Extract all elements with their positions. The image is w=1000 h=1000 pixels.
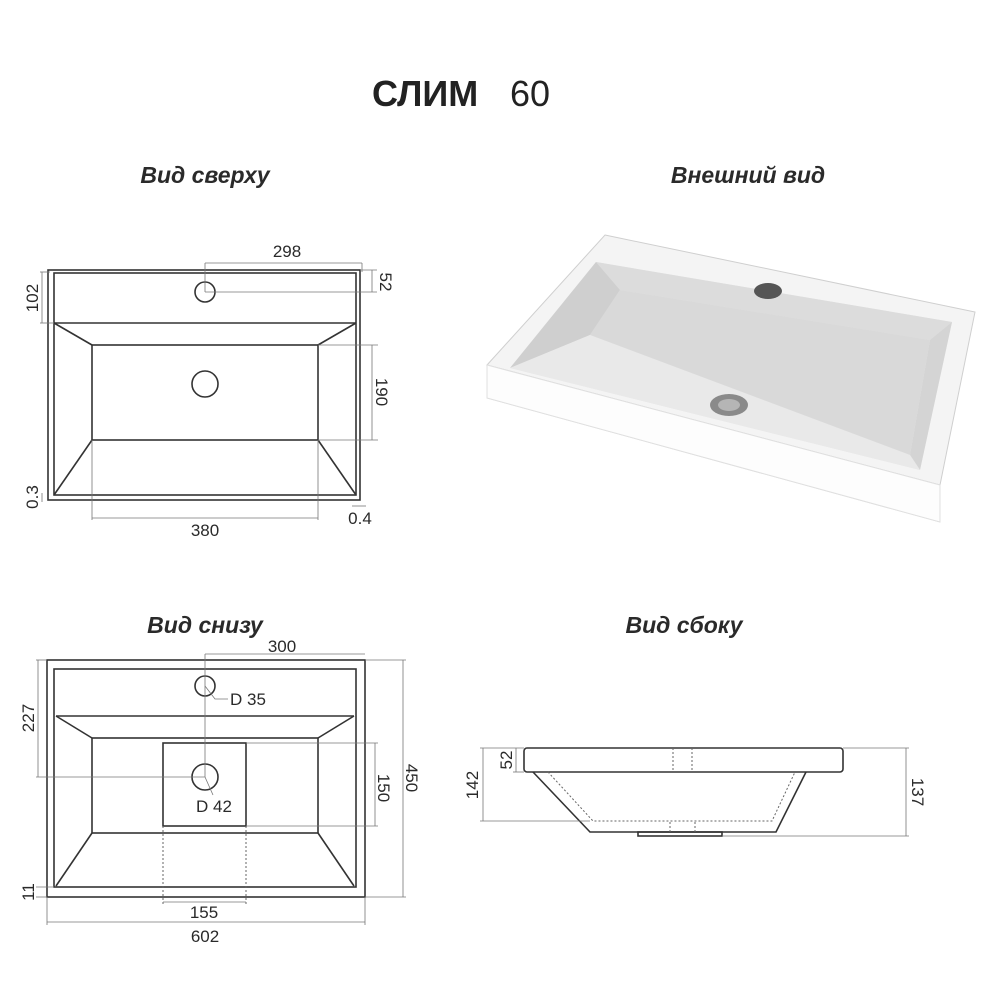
model-name: СЛИМ [372, 73, 478, 114]
dim-52: 52 [376, 273, 395, 292]
dim-d35: D 35 [230, 690, 266, 709]
dim-380: 380 [191, 521, 219, 540]
faucet-hole-render [754, 283, 782, 299]
top-view-label: Вид сверху [140, 162, 270, 188]
bottom-view-label: Вид снизу [147, 612, 264, 638]
side-view-label: Вид сбоку [625, 612, 743, 638]
dim-300: 300 [268, 637, 296, 656]
dim-0-4: 0.4 [348, 509, 372, 528]
dim-150: 150 [374, 774, 393, 802]
dim-52-side: 52 [497, 751, 516, 770]
exterior-render [486, 234, 976, 523]
dim-190: 190 [372, 378, 391, 406]
model-size: 60 [510, 73, 550, 114]
dim-227: 227 [19, 704, 38, 732]
dim-602: 602 [191, 927, 219, 946]
bottom-view: 300 D 35 D 42 227 150 450 11 155 602 [19, 637, 421, 946]
exterior-view-label: Внешний вид [671, 162, 825, 188]
top-view: 298 52 102 190 380 0.3 0.4 [23, 242, 395, 540]
dim-0-3: 0.3 [23, 485, 42, 509]
dim-d42: D 42 [196, 797, 232, 816]
drain-hole [191, 370, 219, 398]
dim-137: 137 [908, 778, 927, 806]
dim-142: 142 [463, 771, 482, 799]
dim-11: 11 [19, 883, 38, 901]
dim-155: 155 [190, 903, 218, 922]
dim-102: 102 [23, 284, 42, 312]
dim-450: 450 [402, 764, 421, 792]
side-view: 142 52 137 [463, 747, 927, 837]
dim-298: 298 [273, 242, 301, 261]
